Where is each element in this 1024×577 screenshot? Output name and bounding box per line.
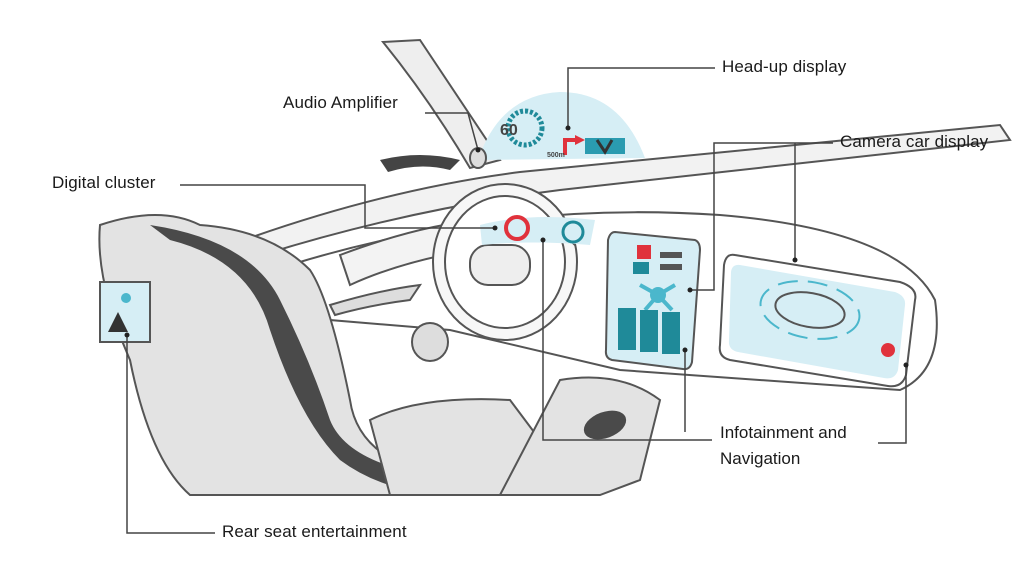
label-audio-amplifier: Audio Amplifier (283, 93, 398, 112)
driver-seat (98, 214, 662, 496)
camera-car-display-screen (718, 253, 917, 388)
hud-distance: 500m (547, 152, 565, 159)
digital-cluster-screen (480, 215, 595, 245)
label-infotainment-line2: Navigation (720, 449, 801, 468)
head-up-display-screen: 60 500m (478, 92, 645, 160)
label-infotainment-navigation: Infotainment and Navigation (720, 420, 847, 472)
audio-amplifier-speaker (411, 147, 487, 362)
leader-lines (126, 67, 907, 534)
label-rear-seat-entertainment: Rear seat entertainment (222, 522, 407, 541)
rear-seat-screen (99, 281, 151, 343)
hud-speed: 60 (500, 122, 518, 139)
steering-wheel (432, 183, 578, 341)
label-head-up-display: Head-up display (722, 57, 847, 76)
label-digital-cluster: Digital cluster (52, 173, 156, 192)
infotainment-screen (604, 230, 702, 371)
dashboard-top (228, 123, 1012, 264)
a-pillar (380, 38, 502, 170)
label-camera-car-display: Camera car display (840, 132, 989, 151)
label-infotainment-line1: Infotainment and (720, 423, 847, 442)
